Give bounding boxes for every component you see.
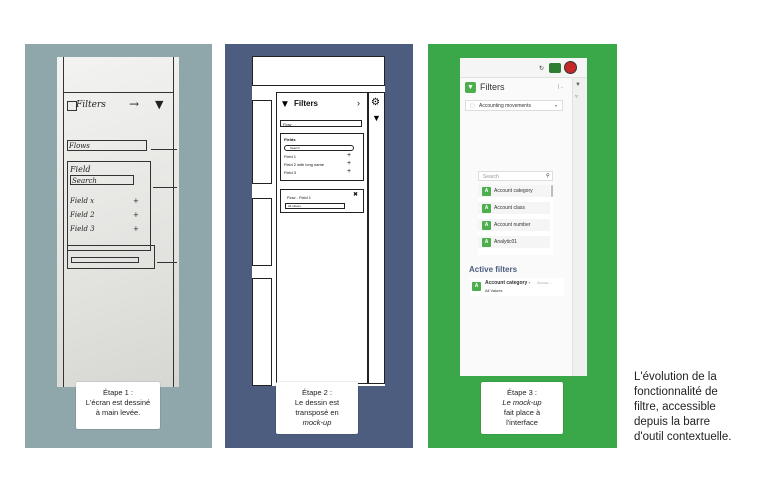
sketch-field-1: Field x	[70, 197, 95, 205]
mock-toolbar: ⚙ ▼	[368, 92, 385, 384]
gear-icon[interactable]: ⚙	[371, 97, 380, 108]
step3-caption: Étape 3 : Le mock-up fait place à l'inte…	[481, 382, 563, 434]
scrollbar[interactable]	[551, 185, 553, 197]
sketch-search: Search	[72, 177, 97, 185]
shield-icon[interactable]: ▿	[575, 94, 579, 100]
mock-title: Filters	[294, 99, 319, 108]
mock-fields-box: Fields Search Field 1 Field 2 with long …	[280, 133, 364, 181]
logo-icon	[549, 63, 561, 73]
mock-active-filter: Flow - Field 1 ✖ All values	[280, 189, 364, 213]
refresh-icon[interactable]: ↻	[539, 66, 545, 72]
toolbar-filter-icon[interactable]: ▼	[575, 82, 581, 88]
chevron-down-icon: ▾	[555, 103, 558, 108]
dataset-select[interactable]: ▢ Accounting movements ▾	[465, 100, 563, 111]
filter-logo-icon: ▼	[465, 82, 476, 93]
step2-caption: Étape 2 : Le dessin est transposé en moc…	[276, 382, 358, 434]
sketch-field-3: Field 3	[70, 225, 95, 233]
active-filters-title: Active filters	[469, 265, 518, 274]
list-item[interactable]: A Account category	[478, 185, 550, 197]
mockup: ▼ Filters › Flow Fields Search Field 1 F…	[252, 56, 385, 386]
collapse-icon[interactable]: |→	[558, 84, 565, 90]
sketch-field-2: Field 2	[70, 211, 95, 219]
mock-filters-panel: ▼ Filters › Flow Fields Search Field 1 F…	[276, 92, 368, 384]
mock-arrow-icon: ›	[357, 98, 360, 108]
side-note: L'évolution de la fonctionnalité de filt…	[634, 371, 732, 443]
search-input[interactable]: Search ⚲	[478, 171, 553, 181]
step1-panel: Filters → ▼ Flows Field Search Field x F…	[25, 44, 212, 448]
mock-filter-icon: ▼	[280, 99, 290, 110]
mock-close-icon[interactable]: ✖	[353, 192, 359, 198]
toolbar-filter-icon[interactable]: ▼	[372, 113, 381, 123]
sketch-title: Filters	[76, 100, 106, 110]
hand-sketch: Filters → ▼ Flows Field Search Field x F…	[57, 57, 179, 387]
field-list: A Account category A Account class A Acc…	[478, 185, 553, 255]
step3-panel: ↻ ▼ ▿ ▼ Filters |→ ▢ Accounting movement…	[428, 44, 617, 448]
mock-select[interactable]: Flow	[280, 120, 362, 127]
step2-panel: ▼ Filters › Flow Fields Search Field 1 F…	[225, 44, 413, 448]
mock-search[interactable]: Search	[284, 145, 354, 151]
sketch-field-header: Field	[70, 165, 91, 174]
list-item[interactable]: A Account class	[478, 202, 550, 214]
list-item[interactable]: A Analytic01	[478, 236, 550, 248]
list-item[interactable]: A Account number	[478, 219, 550, 231]
step1-caption: Étape 1 : L'écran est dessiné à main lev…	[76, 382, 160, 429]
filter-icon: ▼	[155, 98, 164, 111]
app-screenshot: ↻ ▼ ▿ ▼ Filters |→ ▢ Accounting movement…	[460, 58, 587, 376]
search-icon[interactable]: ⚲	[546, 173, 550, 179]
arrow-icon: →	[129, 97, 140, 111]
avatar[interactable]	[564, 61, 577, 74]
app-title: Filters	[480, 82, 505, 92]
sketch-select: Flows	[69, 142, 90, 150]
active-filter-item[interactable]: A Account category - Accou... All Values	[470, 278, 564, 296]
